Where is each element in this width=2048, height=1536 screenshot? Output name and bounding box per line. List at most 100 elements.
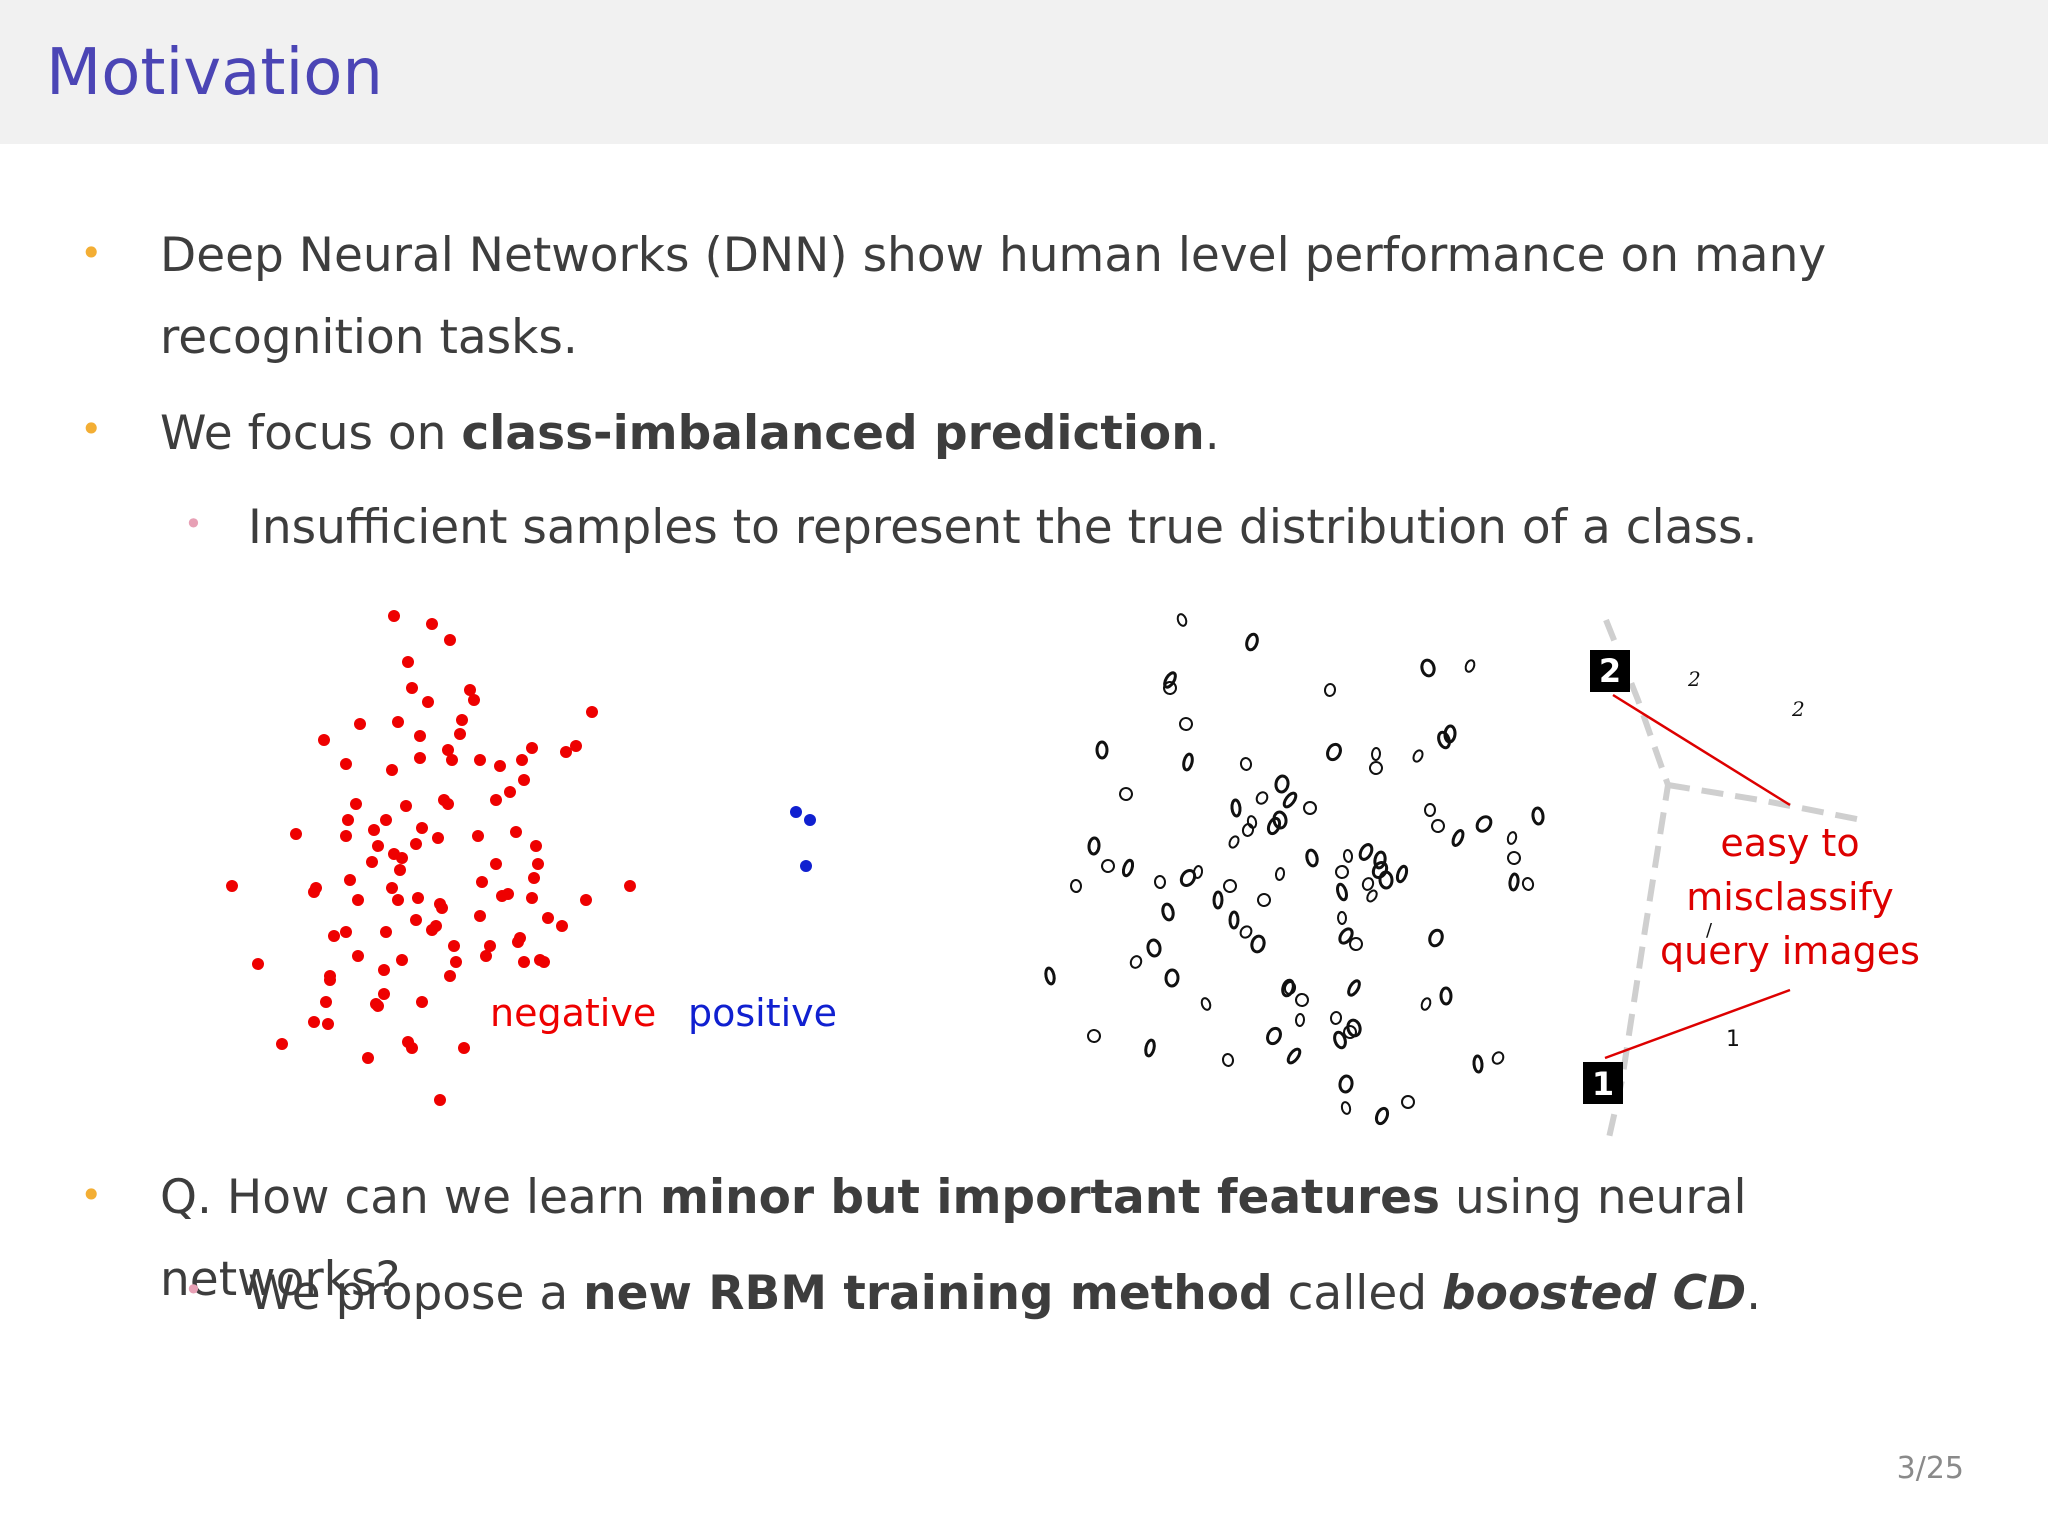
digit-zero (1329, 1011, 1343, 1025)
negative-point (352, 894, 364, 906)
digit-zero (1369, 761, 1383, 775)
negative-point (392, 894, 404, 906)
digit-zero (1303, 801, 1317, 815)
digit-zero (1491, 1051, 1505, 1065)
digit-one-sample: / (1706, 920, 1713, 941)
negative-point (518, 774, 530, 786)
negative-point (226, 880, 238, 892)
sub-bullet-dot-icon: • (184, 505, 203, 543)
digit-zero (1531, 806, 1545, 826)
negative-point (502, 888, 514, 900)
digit-zero (1153, 875, 1167, 889)
negative-point (340, 926, 352, 938)
digit-zero (1338, 927, 1354, 945)
query-digit-1: 1 (1592, 1065, 1614, 1103)
negative-point (526, 892, 538, 904)
bullet-1-text: Deep Neural Networks (DNN) show human le… (160, 228, 1827, 365)
digit-zero (1508, 872, 1520, 892)
digit-zero (1101, 859, 1115, 873)
digit-zero (1423, 803, 1437, 817)
negative-point (380, 926, 392, 938)
digit-zero (1431, 819, 1445, 833)
annotation-line-2: misclassify (1686, 875, 1893, 919)
digit-zero (1161, 902, 1175, 922)
negative-point (468, 694, 480, 706)
digit-zero (1286, 1047, 1302, 1065)
digit-zero (1179, 717, 1193, 731)
negative-point (276, 1038, 288, 1050)
annotation-pointer (1612, 693, 1791, 807)
digit-zero (1221, 1053, 1235, 1067)
query-image-1 (1583, 1062, 1623, 1104)
digit-zero (1176, 613, 1188, 627)
digit-zero (1069, 879, 1083, 893)
negative-point (444, 970, 456, 982)
negative-point (388, 848, 400, 860)
digit-zero (1283, 981, 1297, 995)
negative-point (386, 764, 398, 776)
positive-class-points (790, 806, 816, 872)
digit-zero (1305, 848, 1319, 868)
digit-zero (1163, 681, 1177, 695)
negative-point (570, 740, 582, 752)
negative-point (474, 754, 486, 766)
digit-zero (1163, 671, 1177, 689)
digit-zero (1358, 843, 1374, 861)
digit-zero (1239, 925, 1253, 939)
bullet-2-pre: We focus on (160, 406, 462, 461)
negative-point (406, 682, 418, 694)
digit-zero (1428, 928, 1444, 948)
negative-point (560, 746, 572, 758)
negative-point (354, 718, 366, 730)
negative-point (476, 876, 488, 888)
bullet-dot-icon: • (80, 407, 103, 451)
digit-two-sample: 2 (1687, 667, 1701, 691)
negative-point (352, 950, 364, 962)
negative-point (446, 754, 458, 766)
digit-zero (1200, 997, 1212, 1011)
digit-zero (1255, 791, 1269, 805)
negative-point (464, 684, 476, 696)
negative-point (416, 822, 428, 834)
negative-point (412, 892, 424, 904)
negative-point (444, 634, 456, 646)
negative-point (432, 832, 444, 844)
negative-point (458, 1042, 470, 1054)
annotation-pointer (1604, 988, 1791, 1060)
negative-point (402, 656, 414, 668)
digit-zero (1336, 911, 1348, 925)
negative-point (494, 760, 506, 772)
digit-zero (1395, 864, 1409, 884)
digit-zero (1146, 938, 1162, 958)
digit-zero (1439, 986, 1453, 1006)
negative-point (474, 910, 486, 922)
negative-point (490, 858, 502, 870)
negative-point (534, 954, 546, 966)
sub-bullet-dot-icon: • (184, 1271, 203, 1309)
slide-title: Motivation (46, 36, 383, 110)
digit-zero (1272, 810, 1288, 830)
sub-bullet-2-bold: new RBM training method (583, 1266, 1273, 1321)
negative-point (386, 882, 398, 894)
negative-label: negative (490, 991, 656, 1035)
digit-zero (1521, 877, 1535, 891)
sub-bullet-2-bold-italic: boosted CD (1442, 1266, 1747, 1321)
sub-bullet-2-post: . (1746, 1266, 1762, 1321)
negative-point (394, 864, 406, 876)
annotation-line-3: query images (1660, 929, 1920, 973)
negative-point (392, 716, 404, 728)
digit-zero (1250, 934, 1266, 954)
negative-point (372, 1000, 384, 1012)
negative-point (324, 974, 336, 986)
digit-zero (1044, 966, 1056, 986)
class-imbalance-figure: negative positive 2 2 1 / 2 1 easy to mi… (226, 610, 1920, 1143)
negative-point (368, 824, 380, 836)
bullet-2-post: . (1204, 406, 1220, 461)
negative-point (290, 828, 302, 840)
positive-point (800, 860, 812, 872)
digit-zero (1228, 910, 1240, 930)
digit-zero (1281, 978, 1295, 998)
negative-point (490, 794, 502, 806)
negative-point (526, 742, 538, 754)
negative-point (456, 714, 468, 726)
